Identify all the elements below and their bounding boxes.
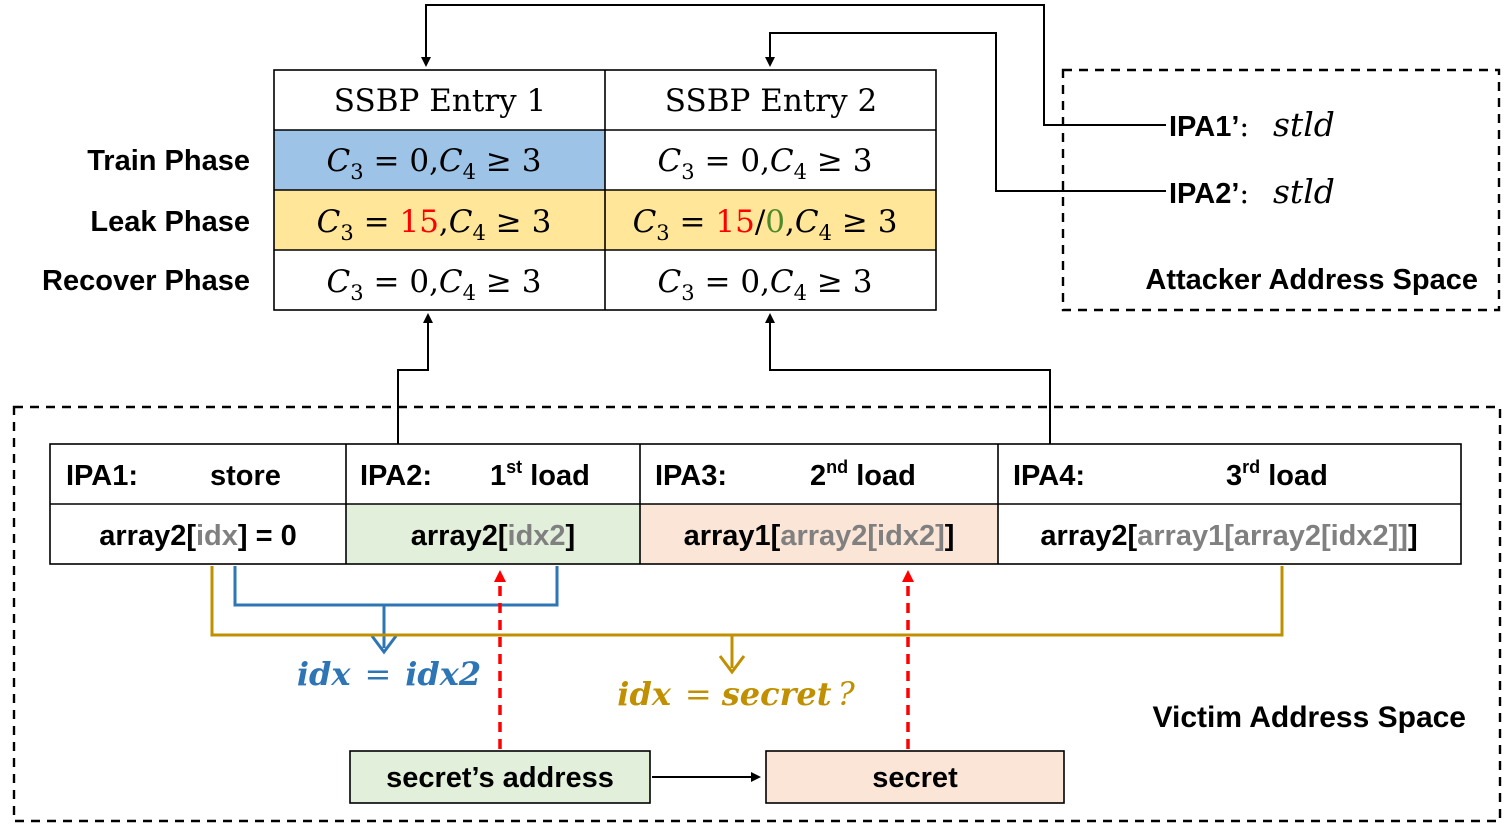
ssbp-entry1-header: SSBP Entry 1 (334, 83, 546, 119)
leak-entry1-value: C3 = 15,C4 ≥ 3 (317, 204, 552, 245)
ssbp-table: SSBP Entry 1 SSBP Entry 2 Train Phase Le… (42, 69, 937, 311)
code-load3: array2[array1[array2[idx2]]] (1040, 520, 1417, 552)
ipa2-prime-to-entry2-arrow (765, 32, 1166, 192)
train-entry2-cell (605, 130, 936, 190)
attacker-ipa2-label: IPA2’: (1169, 176, 1249, 210)
gold-alias-equation: idx=secret? (617, 675, 855, 713)
blue-alias-bracket: idx=idx2 (233, 566, 559, 693)
ipa2-op: 1st load (490, 457, 590, 492)
ipa1-op: store (210, 460, 281, 492)
attacker-address-space: IPA1’: stld IPA2’: stld Attacker Address… (1061, 68, 1501, 312)
ipa2-label: IPA2: (360, 460, 432, 492)
victim-connectors (397, 313, 1051, 444)
blue-alias-equation: idx=idx2 (297, 655, 481, 693)
victim-space-label: Victim Address Space (1153, 701, 1466, 734)
ipa1-label: IPA1: (66, 460, 138, 492)
ipa1-prime-to-entry1-arrow (421, 4, 1166, 126)
attacker-ipa1-instr: stld (1273, 105, 1335, 144)
secret-box (765, 750, 1065, 804)
attacker-space-label: Attacker Address Space (1145, 264, 1478, 296)
gold-arrowhead-icon (718, 655, 746, 675)
blue-arrowhead-icon (370, 635, 398, 655)
recover-phase-label: Recover Phase (42, 265, 250, 297)
train-entry1-cell (274, 130, 605, 190)
secret-address-box (349, 750, 651, 804)
recover-entry1-value: C3 = 0,C4 ≥ 3 (327, 264, 542, 305)
blue-bracket-line (233, 566, 559, 607)
code-store: array2[idx] = 0 (99, 520, 297, 552)
code-load2: array1[array2[idx2]] (684, 520, 955, 552)
victim-dashed-border (12, 405, 1502, 823)
secret-text: secret (872, 762, 958, 794)
attacker-ipa2-instr: stld (1273, 172, 1335, 211)
ssbp-entry2-header: SSBP Entry 2 (665, 83, 877, 119)
victim-address-space: Victim Address Space (12, 405, 1502, 823)
ipa3-label: IPA3: (655, 460, 727, 492)
attacker-ipa1-label: IPA1’: (1169, 109, 1249, 143)
code-load1: array2[idx2] (411, 520, 575, 552)
instruction-table: IPA1: store IPA2: 1st load IPA3: 2nd loa… (49, 443, 1462, 565)
code-cell-3 (640, 504, 998, 564)
leak-entry2-value: C3 = 15/0,C4 ≥ 3 (633, 204, 898, 245)
leak-phase-label: Leak Phase (90, 206, 250, 238)
ipa4-to-entry2-arrow (765, 313, 1051, 444)
recover-entry2-value: C3 = 0,C4 ≥ 3 (658, 264, 873, 305)
ipa3-op: 2nd load (810, 457, 916, 492)
gold-bracket-line (210, 566, 1284, 637)
secret-boxes: secret’s address secret (349, 750, 1065, 804)
ipa2-to-entry1-arrow (397, 313, 433, 444)
ipa4-op: 3rd load (1226, 457, 1328, 492)
gold-alias-bracket: idx=secret? (210, 566, 1284, 713)
secret-address-text: secret’s address (386, 762, 614, 794)
train-entry2-value: C3 = 0,C4 ≥ 3 (658, 143, 873, 184)
red-dashed-arrows (494, 570, 914, 749)
attacker-connectors (421, 4, 1166, 192)
ipa4-label: IPA4: (1013, 460, 1085, 492)
code-cell-1 (50, 504, 346, 564)
train-phase-label: Train Phase (87, 145, 250, 177)
train-entry1-value: C3 = 0,C4 ≥ 3 (327, 143, 542, 184)
code-cell-2 (346, 504, 640, 564)
instr-header-row (50, 444, 1461, 504)
code-cell-4 (998, 504, 1461, 564)
